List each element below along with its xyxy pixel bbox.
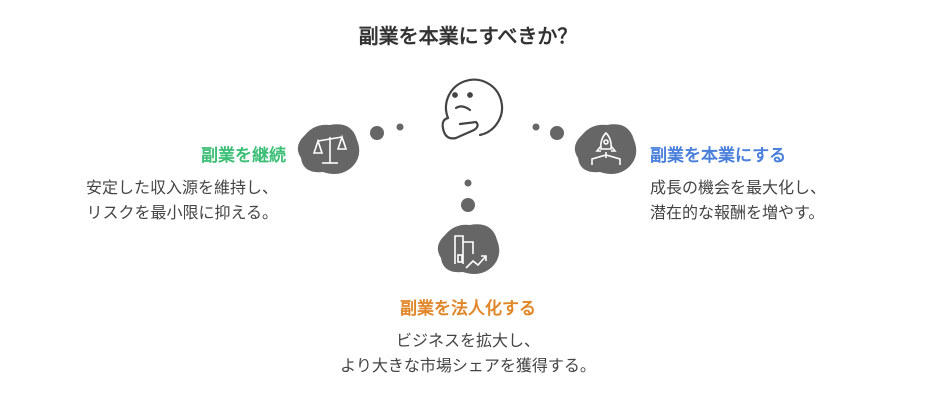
option-main-job-description: 成長の機会を最大化し、 潜在的な報酬を増やす。: [650, 175, 826, 225]
option-main-job-label: 副業を本業にする: [650, 146, 787, 166]
dot: [464, 179, 472, 187]
description-line: 潜在的な報酬を増やす。: [650, 203, 825, 222]
connector-dots: [370, 123, 564, 212]
description-line: ビジネスを拡大し、: [395, 331, 540, 350]
dot: [550, 126, 564, 140]
option-continue-description: 安定した収入源を維持し、 リスクを最小限に抑える。: [86, 175, 278, 225]
dot: [370, 126, 384, 140]
option-incorporate-label: 副業を法人化する: [400, 299, 536, 319]
dot: [396, 123, 404, 131]
dot: [532, 123, 540, 131]
option-incorporate-description: ビジネスを拡大し、 より大きな市場シェアを獲得する。: [0, 328, 936, 378]
description-line: より大きな市場シェアを獲得する。: [340, 356, 596, 375]
building-growth-icon: [437, 224, 500, 274]
dot: [461, 198, 475, 212]
thinking-face-icon: [441, 78, 504, 140]
rocket-icon: [574, 124, 637, 174]
description-line: 安定した収入源を維持し、: [85, 178, 278, 197]
option-continue-label: 副業を継続: [201, 146, 286, 166]
description-line: 成長の機会を最大化し、: [650, 178, 827, 197]
diagram-title: 副業を本業にすべきか？: [358, 24, 578, 48]
scale-icon: [297, 124, 360, 174]
description-line: リスクを最小限に抑える。: [86, 203, 278, 222]
